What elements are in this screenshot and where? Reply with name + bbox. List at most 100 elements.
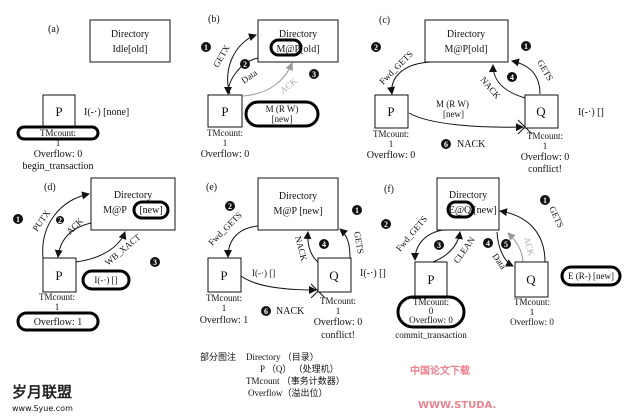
processor-p-box (207, 257, 242, 293)
panel-label: (d) (44, 182, 56, 193)
highlight-oval (560, 265, 622, 287)
msg-gets: GETS (547, 205, 566, 230)
arrow-gets (511, 58, 541, 95)
arrow-fwd-gets (224, 225, 259, 258)
msg-ack: ACK (278, 75, 299, 95)
directory-state: M@P[old] (276, 44, 319, 55)
directory-title: Directory (279, 191, 317, 202)
processor-p-label: P (55, 268, 62, 283)
watermark-en: WWW.STUDA. (418, 400, 496, 411)
p-cache-state: M (R W) (266, 104, 299, 114)
step-1: 1 (355, 206, 359, 215)
highlight-oval (396, 295, 466, 329)
msg-m-rw-version: [new] (443, 109, 464, 119)
overflow-value: Overflow: 0 (201, 149, 250, 160)
p-tmcount-value: 1 (389, 139, 394, 149)
directory-state: M@P [new] (273, 206, 322, 217)
processor-q-box (524, 94, 559, 129)
processor-p-label: P (221, 104, 228, 119)
msg-nack-6: NACK (276, 306, 305, 317)
step-2: 2 (384, 220, 388, 229)
directory-box (257, 177, 339, 231)
step-3: 3 (437, 241, 441, 250)
directory-title: Directory (111, 29, 149, 40)
processor-q-box (514, 261, 549, 298)
highlight-oval (446, 200, 475, 219)
processor-p-box (207, 94, 243, 128)
panel-label: (b) (208, 14, 220, 25)
directory-state: Idle[old] (113, 44, 148, 55)
processor-p-box (414, 261, 448, 298)
p-tmcount-label: TMcount: (373, 129, 409, 139)
msg-p-state: I(-·) [] (252, 268, 275, 278)
highlight-oval (16, 311, 100, 332)
q-tmcount-label: TMcount: (514, 297, 550, 307)
directory-state: M@P (103, 205, 127, 216)
q-tmcount-value: 1 (336, 306, 341, 316)
overflow-value: Overflow: 1 (34, 317, 83, 328)
panel-a: (a) Directory Idle[old] P I(-·) [none] T… (16, 19, 171, 172)
arrow-nack-4 (303, 231, 319, 263)
arrow-fwd-gets (387, 61, 431, 95)
directory-title: Directory (114, 190, 152, 201)
arrow-wb-xact (75, 231, 127, 263)
processor-p-label: P (55, 104, 62, 119)
msg-data: Data (490, 251, 508, 271)
transaction-note: begin_transaction (22, 161, 93, 172)
processor-p-label: P (387, 104, 394, 119)
p-overflow-value: Overflow: 1 (200, 315, 249, 326)
p-cache-version: [new] (272, 114, 293, 124)
q-tmcount-value: 1 (543, 141, 548, 151)
q-cache-state: I(-·) [] (578, 107, 604, 118)
step-2: 2 (243, 60, 247, 69)
directory-state: M@P[old] (444, 44, 487, 55)
legend-item: TMcount （事务计数器） (246, 375, 345, 386)
step-3: 3 (312, 70, 316, 79)
p-tmcount-label: TMcount: (413, 297, 449, 307)
step-1: 1 (543, 196, 547, 205)
p-tmcount-label: TMcount: (206, 293, 242, 303)
step-2: 2 (228, 202, 232, 211)
panel-f: (f) Directory E@Q [new] Fwd_GETS GETS CL… (381, 177, 622, 340)
logo-name: 岁月联盟 (12, 383, 72, 401)
processor-q-label: Q (329, 268, 339, 283)
arrow-putx (42, 191, 90, 259)
arrow-ack (54, 222, 92, 258)
step-1: 1 (524, 42, 528, 51)
arrow-gets (339, 228, 351, 259)
legend-item: Directory （目录） (246, 352, 319, 362)
q-overflow-value: Overflow: 0 (510, 317, 554, 327)
processor-p-label: P (220, 268, 227, 283)
msg-fwd-gets: Fwd_GETS (394, 214, 429, 253)
p-tmcount-value: 0 (429, 306, 434, 316)
step-4: 4 (510, 73, 514, 82)
directory-box (90, 177, 176, 231)
panel-e: (e) Directory M@P [new] Fwd_GETS GETS NA… (200, 177, 386, 341)
step-1: 1 (16, 215, 20, 224)
tmcount-value: 1 (223, 138, 228, 148)
directory-title: Directory (449, 190, 487, 201)
tmcount-label: TMcount: (40, 128, 76, 138)
panel-label: (c) (379, 15, 390, 26)
step-1: 1 (204, 43, 208, 52)
panel-label: (e) (206, 182, 217, 193)
q-cache-state: I(-·) [] (360, 268, 386, 279)
directory-title: Directory (447, 29, 485, 40)
arrow-clean (432, 231, 463, 263)
msg-nack: NACK (293, 235, 309, 263)
legend-title: 部分图注 (200, 351, 236, 362)
q-overflow-value: Overflow: 0 (314, 317, 363, 328)
msg-putx: PUTX (30, 208, 52, 233)
overflow-value: Overflow: 0 (34, 149, 83, 160)
directory-version: [new] (139, 205, 162, 216)
step-6: 6 (444, 140, 448, 149)
processor-p-box (42, 257, 77, 293)
p-tmcount-value: 1 (222, 303, 227, 313)
processor-q-label: Q (536, 104, 546, 119)
msg-gets: GETS (352, 231, 366, 255)
highlight-oval (244, 100, 320, 128)
step-5: 5 (504, 240, 508, 249)
directory-box (424, 19, 509, 63)
arrow-fwd-gets (411, 229, 444, 261)
